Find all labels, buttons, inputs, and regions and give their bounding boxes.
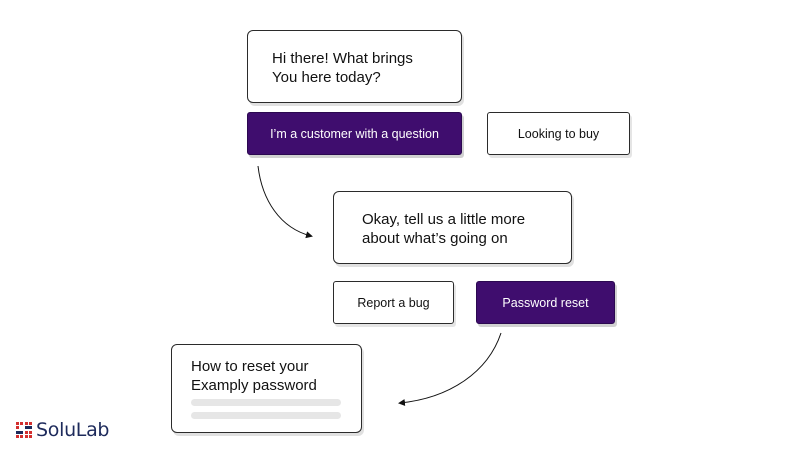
arrow-to-followup [257,165,313,239]
article-placeholder-line-1 [191,399,341,406]
arrow-to-article [398,332,502,406]
bot-followup-card: Okay, tell us a little more about what’s… [333,191,572,264]
article-placeholder-line-2 [191,412,341,419]
report-bug-button[interactable]: Report a bug [333,281,454,324]
article-result-card[interactable]: How to reset your Examply password [171,344,362,433]
solulab-logo-mark-icon [16,422,32,438]
article-title: How to reset your Examply password [191,358,317,394]
customer-question-button[interactable]: I’m a customer with a question [247,112,462,155]
bot-greeting-card: Hi there! What brings You here today? [247,30,462,103]
looking-to-buy-button[interactable]: Looking to buy [487,112,630,155]
bot-followup-text: Okay, tell us a little more about what’s… [362,211,526,247]
logo-text: SoluLab [36,419,110,441]
solulab-logo: SoluLab [16,419,110,441]
password-reset-button[interactable]: Password reset [476,281,615,324]
bot-greeting-text: Hi there! What brings You here today? [272,50,413,86]
